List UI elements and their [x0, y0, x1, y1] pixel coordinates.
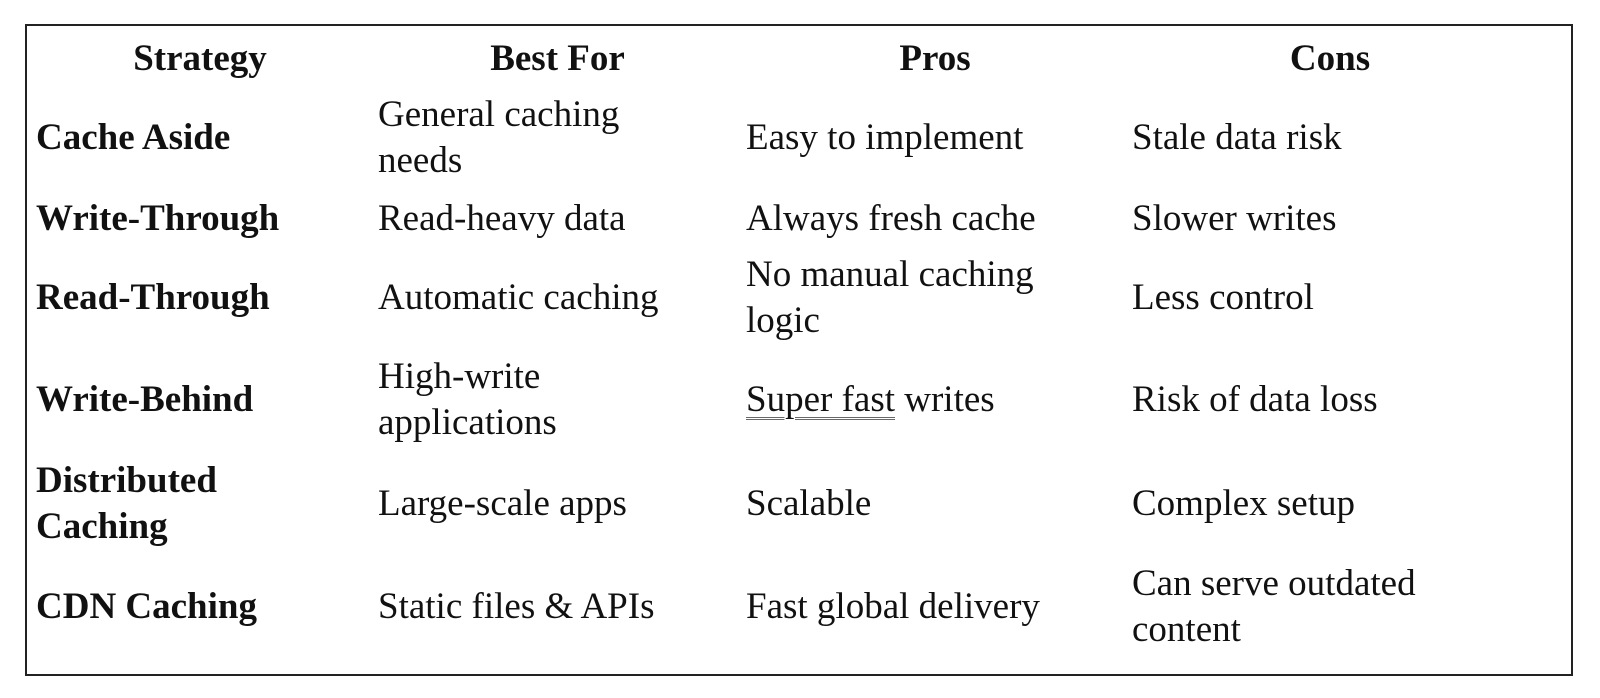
header-strategy: Strategy [35, 36, 365, 82]
header-best-for: Best For [380, 36, 735, 82]
table-cell-strategy: Write-Through [36, 196, 279, 242]
table-cell-best-for: Large-scale apps [378, 458, 627, 550]
header-label: Strategy [133, 38, 267, 79]
table-cell-best-for: Automatic caching [378, 252, 658, 344]
cell-text: General caching [378, 94, 620, 135]
cell-text: Can serve outdated [1132, 563, 1416, 604]
table-cell-cons: Less control [1132, 252, 1314, 344]
cell-text: Cache Aside [36, 117, 231, 158]
cell-text: Read-heavy data [378, 198, 626, 239]
table-cell-pros: No manual caching logic [746, 252, 1034, 344]
cell-text: Slower writes [1132, 198, 1337, 239]
cell-text: Write-Behind [36, 379, 254, 420]
cell-text: CDN Caching [36, 586, 257, 627]
table-cell-pros: Easy to implement [746, 92, 1023, 184]
header-pros: Pros [745, 36, 1125, 82]
table-cell-cons: Can serve outdated content [1132, 561, 1416, 653]
table-cell-best-for: Static files & APIs [378, 561, 654, 653]
table-cell-strategy: CDN Caching [36, 561, 257, 653]
cell-text: Caching [36, 506, 168, 547]
cell-text: Static files & APIs [378, 586, 655, 627]
table-cell-cons: Complex setup [1132, 458, 1355, 550]
cell-text: Automatic caching [378, 277, 659, 318]
table-cell-strategy: Write-Behind [36, 354, 253, 446]
cell-text: applications [378, 402, 557, 443]
cell-text: Less control [1132, 277, 1314, 318]
cell-text: Write-Through [36, 198, 280, 239]
table-cell-best-for: Read-heavy data [378, 196, 626, 242]
cell-text: Read-Through [36, 277, 270, 318]
table-cell-pros: Super fast writes [746, 354, 995, 446]
header-cons: Cons [1125, 36, 1535, 82]
table-cell-cons: Stale data risk [1132, 92, 1342, 184]
table-cell-best-for: High-write applications [378, 354, 557, 446]
table-frame [25, 24, 1573, 676]
table-cell-pros: Scalable [746, 458, 871, 550]
table-cell-cons: Risk of data loss [1132, 354, 1378, 446]
cell-text: Always fresh cache [746, 198, 1036, 239]
table-cell-best-for: General caching needs [378, 92, 619, 184]
cell-text: Scalable [746, 483, 872, 524]
table-cell-pros: Fast global delivery [746, 561, 1040, 653]
header-label: Best For [490, 38, 625, 79]
cell-text: Distributed [36, 460, 217, 501]
cell-text: logic [746, 300, 820, 341]
table-cell-pros: Always fresh cache [746, 196, 1036, 242]
cell-text: Easy to implement [746, 117, 1024, 158]
header-label: Cons [1289, 38, 1371, 79]
cell-text: Fast global delivery [746, 586, 1040, 627]
table-cell-strategy: Cache Aside [36, 92, 230, 184]
header-label: Pros [899, 38, 971, 79]
cell-text: content [1132, 609, 1241, 650]
cell-text: No manual caching [746, 254, 1034, 295]
spellcheck-underlined-text: Super fast [746, 379, 895, 420]
cell-text: Complex setup [1132, 483, 1356, 524]
table-cell-cons: Slower writes [1132, 196, 1337, 242]
cell-text: writes [895, 379, 995, 420]
cell-text: High-write [378, 356, 541, 397]
cell-text: Large-scale apps [378, 483, 627, 524]
cell-text: Risk of data loss [1132, 379, 1378, 420]
cell-text: Stale data risk [1132, 117, 1342, 158]
cell-text: needs [378, 140, 463, 181]
table-cell-strategy: Read-Through [36, 252, 270, 344]
